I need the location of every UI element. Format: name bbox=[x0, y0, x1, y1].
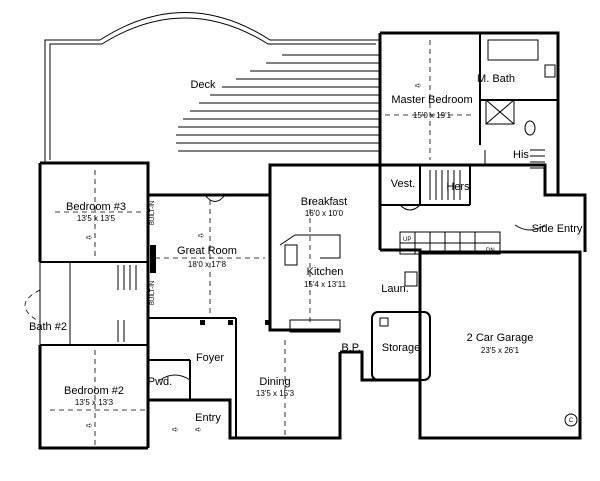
great-room-dims: 18'0 x 17'8 bbox=[188, 260, 227, 269]
stair-up-label: UP bbox=[403, 237, 411, 243]
master-bedroom-dims: 15'0 x 19'1 bbox=[413, 111, 452, 120]
arrow-right-icon: ➪ bbox=[198, 231, 205, 240]
his-label: His bbox=[513, 149, 529, 161]
entry-label: Entry bbox=[195, 412, 221, 424]
garage-dims: 23'5 x 26'1 bbox=[481, 346, 520, 355]
arrow-right-icon: ➪ bbox=[195, 425, 202, 434]
stair-dn-label: DN bbox=[486, 248, 495, 254]
exterior-walls bbox=[38, 31, 587, 450]
arrow-right-icon: ➪ bbox=[86, 421, 93, 430]
door-swings bbox=[159, 150, 546, 381]
bedroom2-label: Bedroom #2 bbox=[64, 385, 124, 397]
great-room-label: Great Room bbox=[177, 245, 237, 257]
kitchen-counters bbox=[279, 234, 341, 333]
deck-area: Deck bbox=[44, 12, 381, 162]
arrow-right-icon: ➪ bbox=[415, 81, 422, 90]
built-in-label-bottom: BUILT-IN bbox=[150, 281, 156, 305]
breakfast-label: Breakfast bbox=[301, 196, 347, 208]
room-labels: Master Bedroom 15'0 x 19'1 M. Bath His H… bbox=[29, 73, 583, 424]
kitchen-dims: 15'4 x 13'11 bbox=[304, 280, 347, 289]
arrow-right-icon: ➪ bbox=[86, 233, 93, 242]
storage-label: Storage bbox=[382, 342, 421, 354]
columns bbox=[200, 320, 270, 325]
deck-stair-hatch bbox=[176, 54, 380, 152]
bedroom2-dims: 13'5 x 13'3 bbox=[75, 398, 114, 407]
foyer-label: Foyer bbox=[196, 352, 224, 364]
arrow-icons: ➪ ➪ ➪ ➪ ➪ ➪ bbox=[86, 81, 422, 434]
master-bath-fixtures bbox=[485, 39, 556, 136]
centerlines bbox=[50, 40, 475, 445]
hers-label: Hers bbox=[446, 181, 470, 193]
built-in-label-top: BUILT-IN bbox=[150, 201, 156, 225]
dining-label: Dining bbox=[259, 376, 290, 388]
m-bath-label: M. Bath bbox=[477, 73, 515, 85]
bp-label: B.P. bbox=[341, 342, 360, 354]
bath2-label: Bath #2 bbox=[29, 321, 67, 333]
laun-label: Laun. bbox=[381, 283, 409, 295]
kitchen-label: Kitchen bbox=[307, 266, 344, 278]
dining-dims: 13'5 x 15'3 bbox=[256, 389, 295, 398]
interior-walls bbox=[40, 33, 558, 438]
closet-hatch bbox=[117, 149, 545, 342]
bedroom3-dims: 13'5 x 13'5 bbox=[77, 214, 116, 223]
side-entry-label: Side Entry bbox=[532, 223, 583, 235]
fireplace bbox=[150, 245, 156, 273]
vest-label: Vest. bbox=[391, 178, 415, 190]
master-bedroom-label: Master Bedroom bbox=[391, 94, 472, 106]
deck-label: Deck bbox=[190, 79, 216, 91]
breakfast-dims: 16'0 x 10'0 bbox=[305, 209, 344, 218]
copyright-mark: C bbox=[564, 413, 578, 427]
bedroom3-label: Bedroom #3 bbox=[66, 201, 126, 213]
garage-label: 2 Car Garage bbox=[467, 332, 534, 344]
pwd-label: Pwd. bbox=[148, 376, 172, 388]
stairs: UP DN bbox=[399, 231, 501, 255]
arrow-right-icon: ➪ bbox=[172, 425, 179, 434]
svg-text:C: C bbox=[569, 418, 574, 424]
storage-area bbox=[371, 271, 431, 381]
